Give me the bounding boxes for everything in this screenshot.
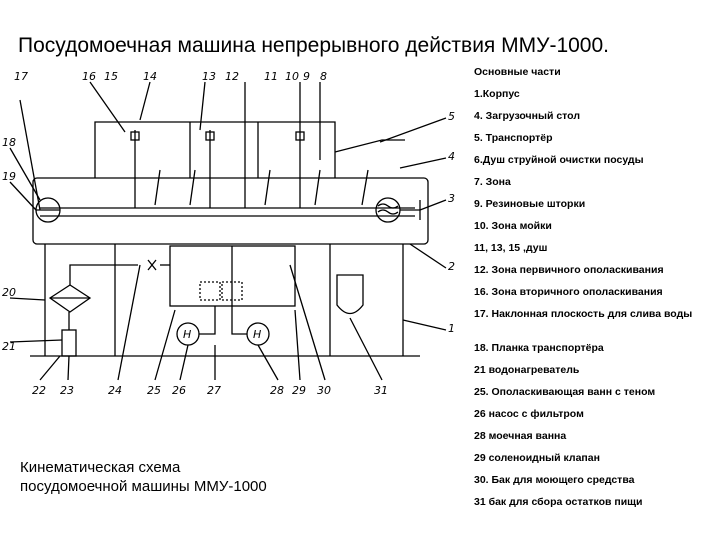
callout-29: 29 (292, 384, 306, 397)
page-title: Посудомоечная машина непрерывного действ… (18, 34, 610, 57)
callout-27: 27 (207, 384, 221, 397)
schematic-caption: Кинематическая схема посудомоечной машин… (20, 458, 340, 496)
callout-13: 13 (202, 70, 216, 83)
callout-11: 11 (264, 70, 278, 83)
callout-1: 1 (448, 322, 455, 335)
parts-legend: Основные части 1.Корпус 4. Загрузочный с… (474, 66, 714, 518)
callout-8: 8 (320, 70, 327, 83)
legend-item-17: 17. Наклонная плоскость для слива воды (474, 308, 693, 320)
callout-22: 22 (32, 384, 46, 397)
callout-12: 12 (225, 70, 239, 83)
machine-hood (94, 121, 336, 178)
callout-16: 16 (82, 70, 96, 83)
callout-5: 5 (448, 110, 455, 123)
callout-20: 20 (2, 286, 16, 299)
legend-item-1: 1.Корпус (474, 88, 520, 100)
machine-casing (32, 177, 429, 245)
legend-heading: Основные части (474, 66, 561, 78)
legend-item-4: 4. Загрузочный стол (474, 110, 580, 122)
pump-symbol-right: Н (253, 328, 261, 341)
callout-9: 9 (303, 70, 310, 83)
callout-19: 19 (2, 170, 16, 183)
pump-symbol-left: Н (183, 328, 191, 341)
legend-item-12: 12. Зона первичного ополаскивания (474, 264, 664, 276)
callout-15: 15 (104, 70, 118, 83)
callout-14: 14 (143, 70, 157, 83)
legend-item-31: 31 бак для сбора остатков пищи (474, 496, 643, 508)
waste-tank (336, 274, 364, 315)
callout-17: 17 (14, 70, 28, 83)
callout-10: 10 (285, 70, 299, 83)
callout-21: 21 (2, 340, 16, 353)
caption-line-1: Кинематическая схема (20, 459, 181, 476)
legend-item-10: 10. Зона мойки (474, 220, 552, 232)
callout-26: 26 (172, 384, 186, 397)
legend-item-9: 9. Резиновые шторки (474, 198, 586, 210)
callout-25: 25 (147, 384, 161, 397)
loading-table (334, 139, 405, 153)
callout-24: 24 (108, 384, 122, 397)
legend-item-26: 26 насос с фильтром (474, 408, 584, 420)
conveyor-gear (375, 197, 401, 223)
legend-item-18: 18. Планка транспортёра (474, 342, 604, 354)
legend-item-7: 7. Зона (474, 176, 511, 188)
legend-item-28: 28 моечная ванна (474, 430, 567, 442)
callout-31: 31 (374, 384, 388, 397)
machine-schematic: Н Н 17 16 15 14 13 12 11 10 9 8 5 4 3 2 … (2, 70, 455, 397)
legend-item-11-13-15: 11, 13, 15 ,душ (474, 242, 548, 254)
callout-18: 18 (2, 136, 16, 149)
callout-28: 28 (270, 384, 284, 397)
callout-2: 2 (448, 260, 455, 273)
legend-item-21: 21 водонагреватель (474, 364, 580, 376)
callout-3: 3 (448, 192, 455, 205)
legend-item-25: 25. Ополаскивающая ванн с теном (474, 386, 656, 398)
callout-23: 23 (60, 384, 74, 397)
legend-item-29: 29 соленоидный клапан (474, 452, 600, 464)
caption-line-2: посудомоечной машины ММУ-1000 (20, 478, 267, 495)
legend-item-16: 16. Зона вторичного ополаскивания (474, 286, 663, 298)
legend-item-5: 5. Транспортёр (474, 132, 553, 144)
legend-item-6: 6.Душ струйной очистки посуды (474, 154, 644, 166)
callout-4: 4 (448, 150, 455, 163)
legend-item-30: 30. Бак для моющего средства (474, 474, 635, 486)
callout-30: 30 (317, 384, 331, 397)
